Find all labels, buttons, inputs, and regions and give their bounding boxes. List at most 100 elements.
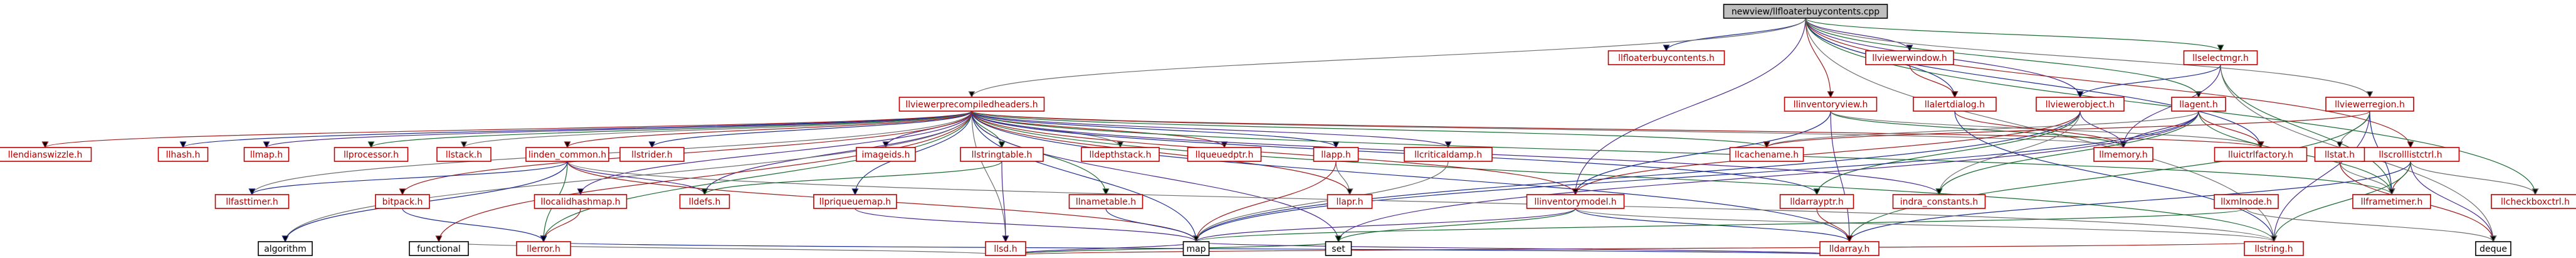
node-llnametable-h[interactable]: llnametable.h: [1068, 194, 1143, 209]
edge-linden-common-h-to-llstring-h: [567, 161, 2274, 242]
node-box: [1913, 97, 1997, 112]
node-llselectmgr-h[interactable]: llselectmgr.h: [2183, 50, 2258, 65]
node-box: [985, 241, 1026, 256]
edge-llscrolllistctrl-h-to-lldarray-h: [1849, 161, 2411, 242]
node-functional[interactable]: functional: [409, 241, 469, 256]
node-llinventorymodel-h[interactable]: llinventorymodel.h: [1526, 194, 1625, 209]
node-label: map: [1186, 244, 1206, 254]
edge-llviewerprecompiledheaders-h-to-linden-common-h: [567, 110, 972, 148]
node-llcachename-h[interactable]: llcachename.h: [1729, 147, 1804, 162]
arrowhead: [577, 188, 584, 196]
node-label: llxmlnode.h: [2221, 197, 2272, 207]
node-linden-common-h[interactable]: linden_common.h: [525, 147, 609, 162]
node-label: lluictrlfactory.h: [2228, 150, 2293, 160]
node-llsd-h[interactable]: llsd.h: [985, 241, 1026, 256]
node-label: indra_constants.h: [1900, 197, 1978, 207]
node-llstack-h[interactable]: llstack.h: [436, 147, 492, 162]
arrowhead: [1002, 235, 1009, 243]
node-lldarray-h[interactable]: lldarray.h: [1819, 241, 1879, 256]
edge-llagent-h-to-set: [1338, 110, 2199, 242]
node-indra-constants-h[interactable]: indra_constants.h: [1892, 194, 1986, 209]
node-label: llviewerregion.h: [2335, 100, 2405, 110]
node-label: llstringtable.h: [972, 150, 1033, 160]
node-llapr-h[interactable]: llapr.h: [1327, 194, 1373, 209]
arrowhead: [1332, 141, 1340, 149]
node-llqueuedptr-h[interactable]: llqueuedptr.h: [1187, 147, 1262, 162]
node-llframetimer-h[interactable]: llframetimer.h: [2352, 194, 2431, 209]
node-box: [2491, 194, 2576, 209]
node-llmap-h[interactable]: llmap.h: [243, 147, 290, 162]
node-box: [2475, 241, 2511, 256]
node-llviewerwindow-h[interactable]: llviewerwindow.h: [1865, 50, 1954, 65]
node-llviewerregion-h[interactable]: llviewerregion.h: [2325, 97, 2414, 112]
edge-llviewerprecompiledheaders-h-to-llfasttimer-h: [251, 110, 972, 195]
node-label: llviewerprecompiledheaders.h: [905, 100, 1038, 110]
node-bitpack-h[interactable]: bitpack.h: [375, 194, 430, 209]
node-box: [960, 147, 1044, 162]
node-algorithm[interactable]: algorithm: [258, 241, 313, 256]
node-llfloaterbuycontents-h[interactable]: llfloaterbuycontents.h: [1607, 50, 1725, 65]
node-llscrolllistctrl-h[interactable]: llscrolllistctrl.h: [2361, 147, 2460, 162]
node-deque[interactable]: deque: [2475, 241, 2511, 256]
node-lldefs-h[interactable]: lldefs.h: [679, 194, 730, 209]
node-llapp-h[interactable]: llapp.h: [1313, 147, 1359, 162]
edge-llviewerprecompiledheaders-h-to-algorithm: [285, 110, 972, 242]
node-box: [2325, 97, 2414, 112]
node-llxmlnode-h[interactable]: llxmlnode.h: [2214, 194, 2279, 209]
arrowhead: [1763, 141, 1770, 149]
node-lldepthstack-h[interactable]: lldepthstack.h: [1081, 147, 1160, 162]
node-box: [534, 194, 628, 209]
edge-llxmlnode-h-to-deque: [2246, 208, 2494, 242]
node-label: linden_common.h: [528, 150, 606, 160]
edge-llselectmgr-h-to-llframetimer-h: [2220, 64, 2392, 195]
node-map[interactable]: map: [1182, 241, 1210, 256]
arrowhead: [2531, 188, 2539, 196]
node-llocalidhashmap-h[interactable]: llocalidhashmap.h: [534, 194, 628, 209]
arrowhead: [399, 188, 406, 196]
edge-llviewerprecompiledheaders-h-to-llstrider-h: [651, 110, 972, 148]
node-box: [2183, 50, 2258, 65]
node-llinventoryview-h[interactable]: llinventoryview.h: [1784, 97, 1878, 112]
edge-newview-llfloaterbuycontents-cpp-to-llviewerwindow-h: [1805, 18, 1910, 51]
edge-linden-common-h-to-llfasttimer-h: [251, 161, 568, 195]
node-llstringtable-h[interactable]: llstringtable.h: [960, 147, 1044, 162]
node-label: bitpack.h: [382, 197, 423, 207]
edge-llsd-h-to-functional: [438, 241, 1006, 256]
node-llmemory-h[interactable]: llmemory.h: [2093, 147, 2153, 162]
node-llcriticaldamp-h[interactable]: llcriticaldamp.h: [1404, 147, 1493, 162]
node-llalertdialog-h[interactable]: llalertdialog.h: [1913, 97, 1997, 112]
node-box: [2352, 194, 2431, 209]
node-label: lldepthstack.h: [1089, 150, 1151, 160]
node-llhash-h[interactable]: llhash.h: [157, 147, 209, 162]
node-llprocessor-h[interactable]: llprocessor.h: [334, 147, 409, 162]
arrowhead: [2489, 235, 2497, 243]
node-box: [2244, 241, 2304, 256]
arrowhead: [2388, 188, 2395, 196]
node-newview-llfloaterbuycontents-cpp[interactable]: newview/llfloaterbuycontents.cpp: [1723, 4, 1888, 19]
node-llstat-h[interactable]: llstat.h: [2314, 147, 2365, 162]
node-layer: newview/llfloaterbuycontents.cpp llfloate…: [0, 4, 2576, 256]
node-llagent-h[interactable]: llagent.h: [2171, 97, 2226, 112]
edge-llviewerobject-h-to-lldarrayptr-h: [1816, 110, 2081, 195]
edge-llviewerprecompiledheaders-h-to-functional: [438, 110, 972, 242]
node-label: llapr.h: [1336, 197, 1363, 207]
node-llendianswizzle-h[interactable]: llendianswizzle.h: [0, 147, 92, 162]
edge-newview-llfloaterbuycontents-cpp-to-llinventoryview-h: [1805, 18, 1831, 98]
node-llstring-h[interactable]: llstring.h: [2244, 241, 2304, 256]
node-set[interactable]: set: [1325, 241, 1352, 256]
node-llerror-h[interactable]: llerror.h: [516, 241, 571, 256]
node-box: [619, 147, 685, 162]
node-label: llviewerobject.h: [2046, 100, 2115, 110]
node-llcheckboxctrl-h[interactable]: llcheckboxctrl.h: [2491, 194, 2576, 209]
node-lldarrayptr-h[interactable]: lldarrayptr.h: [1779, 194, 1854, 209]
node-llviewerobject-h[interactable]: llviewerobject.h: [2036, 97, 2125, 112]
node-box: [1187, 147, 1262, 162]
node-llstrider-h[interactable]: llstrider.h: [619, 147, 685, 162]
node-lluictrlfactory-h[interactable]: lluictrlfactory.h: [2214, 147, 2308, 162]
edge-newview-llfloaterbuycontents-cpp-to-llselectmgr-h: [1805, 18, 2221, 51]
node-llfasttimer-h[interactable]: llfasttimer.h: [214, 194, 290, 209]
node-llpriqueuemap-h[interactable]: llpriqueuemap.h: [813, 194, 897, 209]
node-box: [2171, 97, 2226, 112]
node-imageids-h[interactable]: imageids.h: [856, 147, 916, 162]
node-llviewerprecompiledheaders-h[interactable]: llviewerprecompiledheaders.h: [898, 97, 1045, 112]
